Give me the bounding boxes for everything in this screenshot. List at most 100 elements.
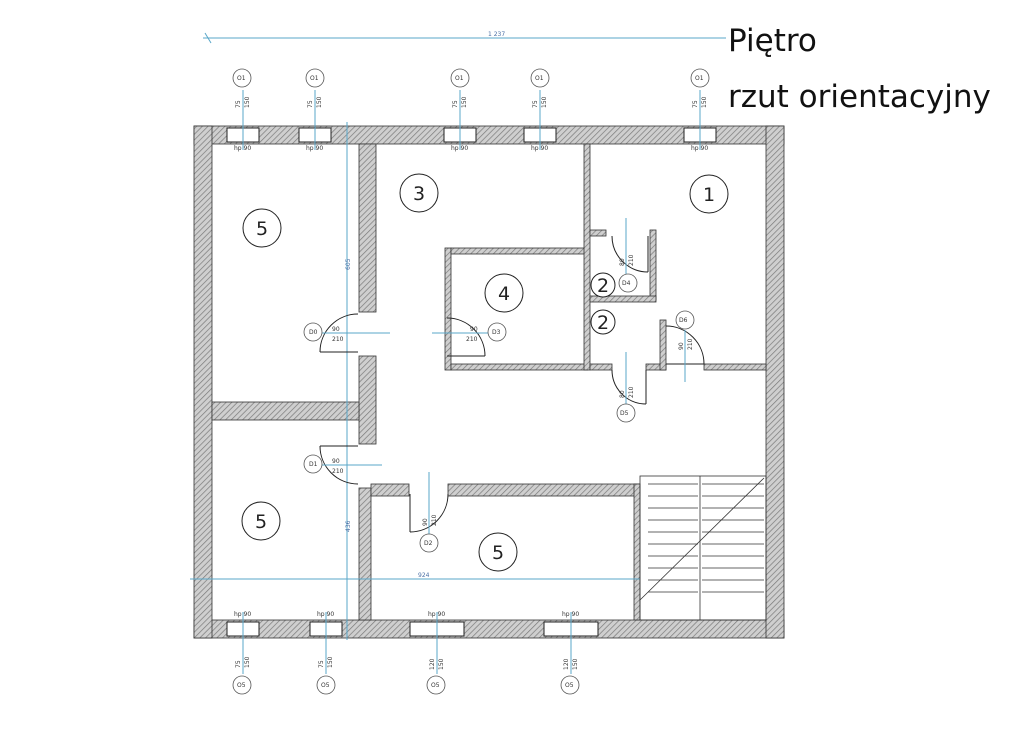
- interior-walls: [211, 143, 767, 621]
- door-tag: D2: [424, 540, 433, 547]
- window-tag: O5: [237, 682, 246, 689]
- window-top-4: O1 75 150 hp 90: [523, 68, 557, 152]
- door-d5: D5 80 210: [611, 352, 647, 423]
- window-sill: hp 90: [531, 145, 548, 152]
- door-height: 210: [687, 338, 694, 350]
- window-bottom-1: hp 90 75 150 O5: [226, 611, 260, 695]
- window-width: 120: [429, 658, 436, 670]
- door-tag: D6: [679, 317, 688, 324]
- door-d1: D1 90 210: [303, 445, 382, 485]
- window-sill: hp 90: [428, 611, 445, 618]
- room-label-5-bottom-left: 5: [241, 501, 281, 541]
- interior-width-label: 924: [418, 572, 430, 579]
- door-height: 210: [628, 254, 635, 266]
- outer-walls: [193, 125, 785, 639]
- window-height: 150: [244, 96, 251, 108]
- door-d2: D2 90 210: [409, 472, 449, 553]
- room-label-2-b: 2: [590, 309, 616, 335]
- window-tag: O5: [321, 682, 330, 689]
- door-height: 210: [628, 386, 635, 398]
- door-d4: D4 80 210: [611, 218, 649, 293]
- title-line-2: rzut orientacyjny: [728, 79, 991, 115]
- window-height: 150: [701, 96, 708, 108]
- window-width: 75: [235, 100, 242, 108]
- window-bottom-2: hp 90 75 150 O5: [309, 611, 343, 695]
- door-d0: D0 90 210: [303, 313, 390, 353]
- interior-horizontal-dimension: 924: [190, 572, 640, 580]
- window-sill: hp 90: [234, 145, 251, 152]
- window-top-1: O1 75 150 hp 90: [226, 68, 260, 152]
- room-number: 2: [597, 312, 609, 334]
- window-height: 150: [244, 656, 251, 668]
- window-sill: hp 90: [451, 145, 468, 152]
- door-height: 210: [332, 336, 344, 343]
- dimension-bottom-label: 436: [345, 520, 352, 532]
- door-width: 90: [332, 326, 340, 333]
- door-width: 90: [470, 326, 478, 333]
- room-number: 5: [255, 511, 267, 533]
- window-height: 150: [316, 96, 323, 108]
- window-sill: hp 90: [562, 611, 579, 618]
- door-tag: D1: [309, 461, 318, 468]
- overall-dimension-label: 1 237: [488, 31, 505, 38]
- window-width: 75: [235, 660, 242, 668]
- room-number: 5: [492, 542, 504, 564]
- window-height: 150: [541, 96, 548, 108]
- door-width: 90: [678, 342, 685, 350]
- window-top-3: O1 75 150 hp 90: [443, 68, 477, 152]
- window-width: 75: [452, 100, 459, 108]
- dimension-top-label: 605: [345, 258, 352, 270]
- window-tag: O1: [237, 75, 246, 82]
- room-number: 5: [256, 218, 268, 240]
- window-sill: hp 90: [306, 145, 323, 152]
- window-sill: hp 90: [317, 611, 334, 618]
- window-width: 120: [563, 658, 570, 670]
- door-width: 80: [619, 258, 626, 266]
- door-height: 210: [332, 468, 344, 475]
- window-top-2: O1 75 150 hp 90: [298, 68, 332, 152]
- door-d3: D3 90 210: [432, 317, 507, 357]
- window-width: 75: [307, 100, 314, 108]
- door-tag: D3: [492, 329, 501, 336]
- title-line-1: Piętro: [728, 23, 817, 59]
- window-top-5: O1 75 150 hp 90: [683, 68, 717, 152]
- window-sill: hp 90: [691, 145, 708, 152]
- window-tag: O5: [431, 682, 440, 689]
- room-label-2-a: 2: [590, 272, 616, 298]
- window-width: 75: [692, 100, 699, 108]
- window-tag: O5: [565, 682, 574, 689]
- door-width: 90: [422, 518, 429, 526]
- window-bottom-3: hp 90 120 150 O5: [409, 611, 465, 695]
- room-label-5-bottom: 5: [478, 532, 518, 572]
- window-height: 150: [461, 96, 468, 108]
- room-number: 3: [413, 183, 425, 205]
- room-number: 1: [703, 184, 715, 206]
- window-height: 150: [438, 658, 445, 670]
- left-vertical-dimension: 605 436: [345, 122, 352, 640]
- room-label-3: 3: [399, 173, 439, 213]
- room-number: 2: [597, 275, 609, 297]
- door-width: 90: [332, 458, 340, 465]
- room-label-5-top-left: 5: [242, 208, 282, 248]
- window-bottom-4: hp 90 120 150 O5: [543, 611, 599, 695]
- room-label-1: 1: [689, 174, 729, 214]
- window-tag: O1: [695, 75, 704, 82]
- window-width: 75: [318, 660, 325, 668]
- door-tag: D5: [620, 410, 629, 417]
- room-label-4: 4: [484, 273, 524, 313]
- window-height: 150: [572, 658, 579, 670]
- door-tag: D0: [309, 329, 318, 336]
- door-d6: D6 90 210: [665, 310, 705, 382]
- door-width: 80: [619, 390, 626, 398]
- window-width: 75: [532, 100, 539, 108]
- staircase: [639, 475, 767, 621]
- window-sill: hp 90: [234, 611, 251, 618]
- door-height: 210: [466, 336, 478, 343]
- window-tag: O1: [535, 75, 544, 82]
- room-number: 4: [498, 283, 510, 305]
- door-tag: D4: [622, 280, 631, 287]
- window-height: 150: [327, 656, 334, 668]
- overall-dimension: 1 237: [203, 31, 726, 44]
- window-tag: O1: [455, 75, 464, 82]
